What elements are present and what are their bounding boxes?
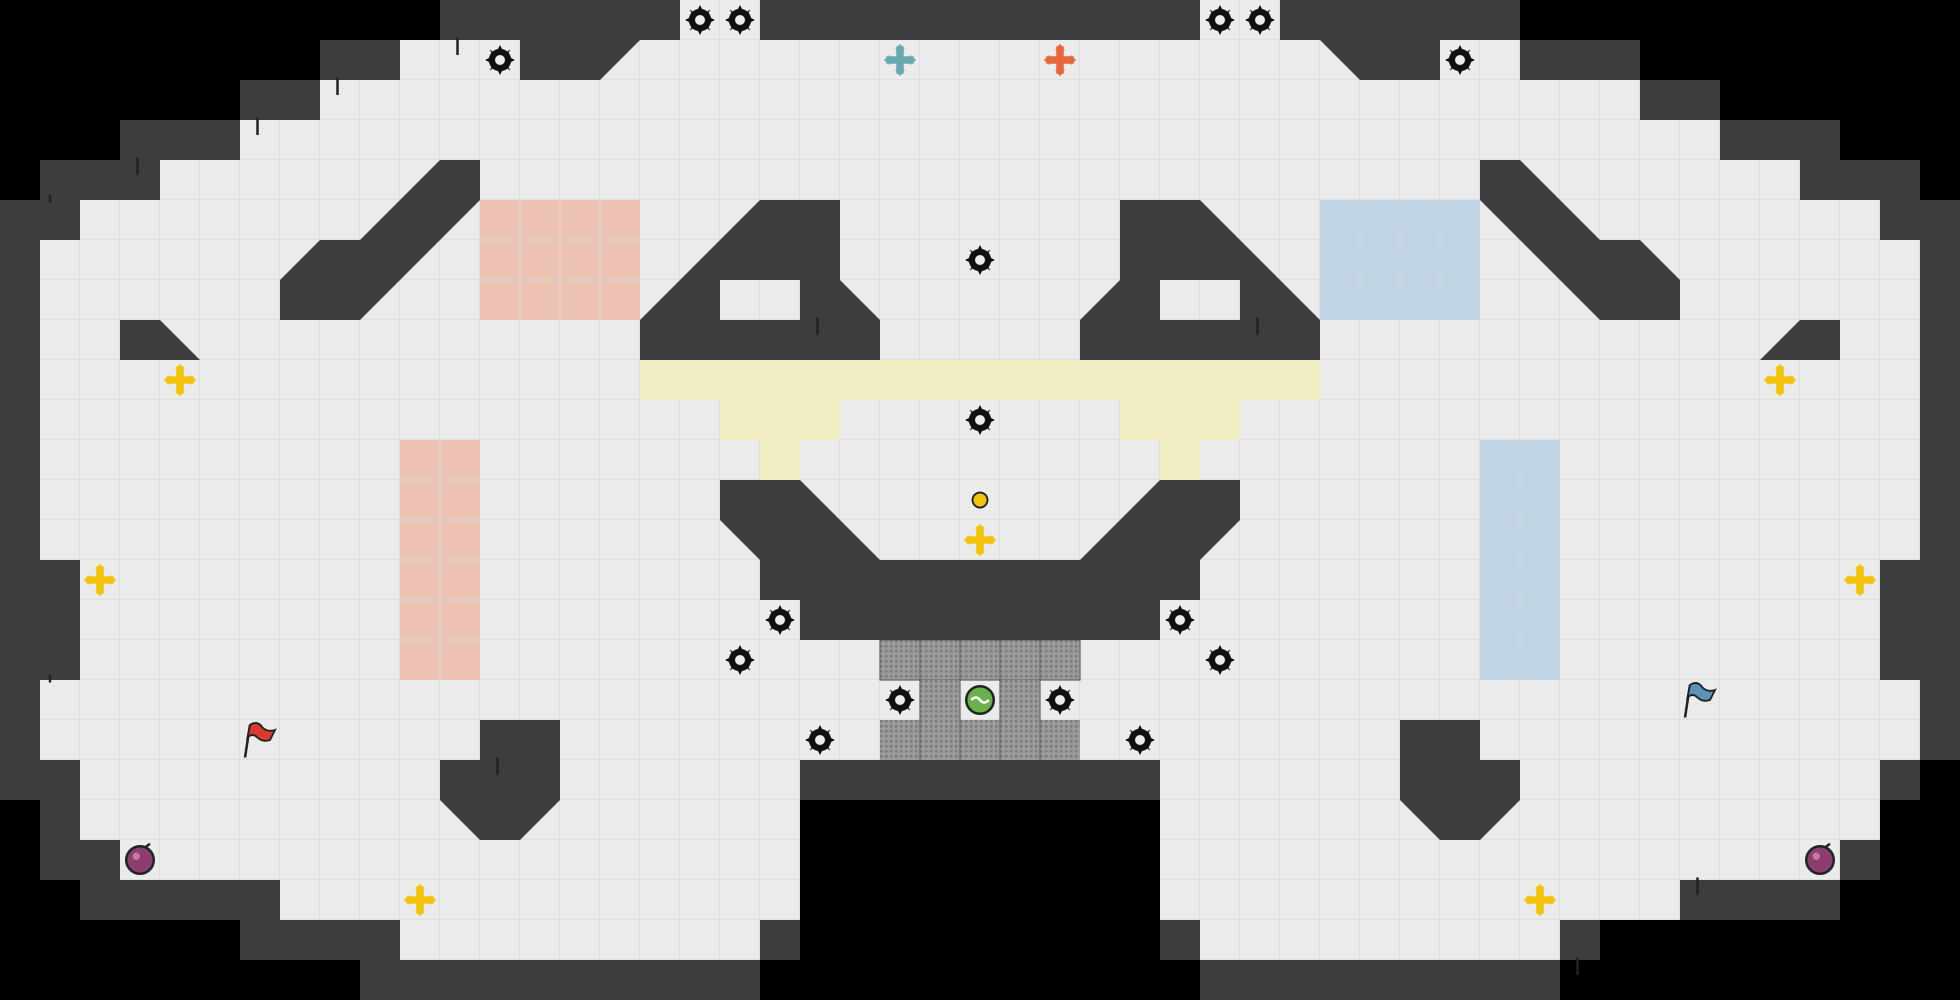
spike-icon	[1165, 605, 1195, 635]
button-icon	[971, 491, 989, 509]
spike-icon	[885, 685, 915, 715]
spike-icon	[805, 725, 835, 755]
spike-icon	[725, 645, 755, 675]
spike-icon	[965, 405, 995, 435]
spike-icon	[485, 45, 515, 75]
spike-icon	[765, 605, 795, 635]
neutral-zone	[640, 360, 1320, 480]
spike-icon	[1125, 725, 1155, 755]
zone-grid-overlay	[400, 200, 1560, 680]
spike-icon	[1245, 5, 1275, 35]
blue-flag-icon	[1683, 682, 1717, 718]
spike-icon	[1205, 645, 1235, 675]
red-team-boost-icon	[1043, 43, 1077, 77]
center-gate	[879, 639, 1081, 760]
powerup-icon	[965, 685, 995, 715]
wall-marks	[48, 37, 1699, 975]
spike-icon	[1205, 5, 1235, 35]
blue-team-boost-icon	[883, 43, 917, 77]
spike-icon	[725, 5, 755, 35]
spike-icon	[1045, 685, 1075, 715]
red-flag-icon	[243, 722, 277, 758]
spike-icon	[1445, 45, 1475, 75]
spike-icon	[965, 245, 995, 275]
spike-icon	[685, 5, 715, 35]
